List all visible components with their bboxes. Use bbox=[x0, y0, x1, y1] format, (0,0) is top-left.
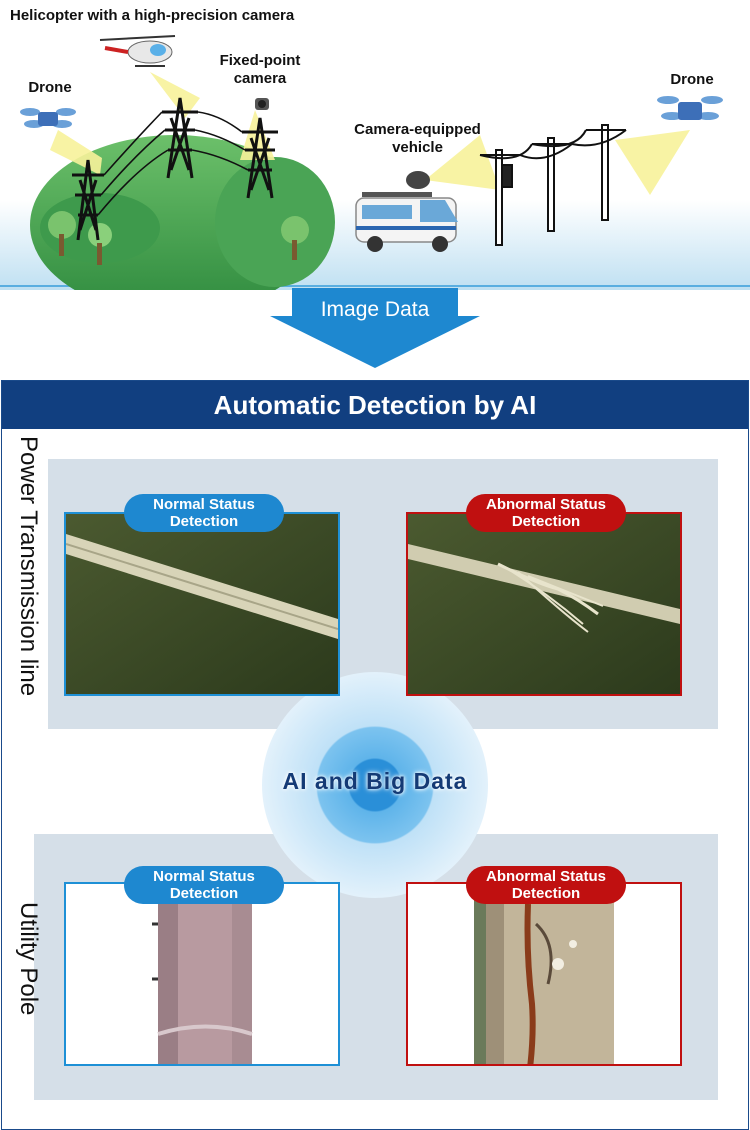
pill-line1: Normal Status bbox=[153, 868, 255, 885]
photo-normal-transmission-line bbox=[64, 512, 340, 696]
side-label-utility-pole: Utility Pole bbox=[15, 902, 42, 1016]
abnormal-status-pill-transmission: Abnormal Status Detection bbox=[466, 494, 626, 532]
pill-line2: Detection bbox=[169, 513, 239, 530]
drone-right-label: Drone bbox=[670, 71, 714, 88]
pill-line2: Detection bbox=[169, 885, 239, 902]
pill-line1: Normal Status bbox=[153, 496, 255, 513]
helicopter-icon bbox=[99, 35, 176, 67]
transmission-towers bbox=[72, 97, 278, 241]
image-data-arrow bbox=[270, 288, 480, 368]
infrastructure-scene: Helicopter with a high-precision camera … bbox=[0, 0, 750, 315]
abnormal-status-pill-pole: Abnormal Status Detection bbox=[466, 866, 626, 904]
drone-right-icon bbox=[657, 96, 723, 120]
normal-status-pill-transmission: Normal Status Detection bbox=[124, 494, 284, 532]
scene-illustration bbox=[0, 35, 750, 315]
panel-title: Automatic Detection by AI bbox=[2, 381, 748, 429]
photo-abnormal-utility-pole bbox=[406, 882, 682, 1066]
helicopter-label: Helicopter with a high-precision camera bbox=[10, 7, 295, 24]
fixed-camera-label-line2: camera bbox=[233, 70, 287, 87]
vehicle-label-line1: Camera-equipped bbox=[354, 121, 481, 138]
vehicle-label-line2: vehicle bbox=[392, 139, 443, 156]
pill-line1: Abnormal Status bbox=[485, 868, 606, 885]
ai-big-data-halo bbox=[262, 672, 488, 898]
side-label-transmission-line: Power Transmission line bbox=[15, 436, 42, 697]
fixed-camera-label-line1: Fixed-point bbox=[219, 52, 301, 69]
drone-left-icon bbox=[20, 108, 76, 128]
fixed-camera-label: Fixed-point camera bbox=[205, 52, 315, 88]
ai-big-data-label: AI and Big Data bbox=[282, 768, 468, 794]
image-data-label: Image Data bbox=[320, 298, 430, 321]
drone-left-label: Drone bbox=[28, 79, 72, 96]
pill-line2: Detection bbox=[511, 513, 581, 530]
pill-line1: Abnormal Status bbox=[485, 496, 606, 513]
vehicle-label: Camera-equipped vehicle bbox=[340, 121, 495, 157]
photo-normal-utility-pole bbox=[64, 882, 340, 1066]
photo-abnormal-transmission-line bbox=[406, 512, 682, 696]
fixed-camera-icon bbox=[255, 98, 269, 110]
camera-vehicle-icon bbox=[355, 171, 458, 252]
normal-status-pill-pole: Normal Status Detection bbox=[124, 866, 284, 904]
hills bbox=[30, 135, 335, 315]
pill-line2: Detection bbox=[511, 885, 581, 902]
trees bbox=[48, 211, 309, 265]
utility-poles bbox=[479, 124, 627, 246]
